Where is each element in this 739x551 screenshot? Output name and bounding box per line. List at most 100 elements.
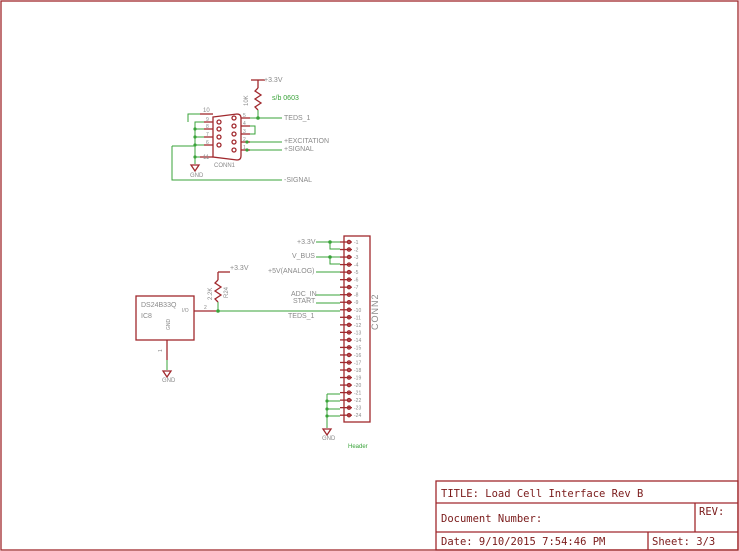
conn2-pin-number: -9 <box>354 300 359 306</box>
conn2-pin-number: -19 <box>354 376 361 382</box>
conn2-name: CONN2 <box>370 293 380 330</box>
title-block: TITLE: Load Cell Interface Rev B Documen… <box>435 480 739 551</box>
conn2-gnd-label: GND <box>322 436 336 442</box>
conn2-pin-socket <box>346 367 352 373</box>
date-text: Date: 9/10/2015 7:54:46 PM <box>441 536 605 548</box>
ic8-eeprom[interactable]: DS24B33Q IC8 I/O GND 2 TEDS_1 1 GND +3.3… <box>135 265 315 384</box>
ic8-ref: IC8 <box>141 313 152 320</box>
conn2-pin-number: -15 <box>354 345 361 351</box>
conn2-pin-number: -1 <box>354 240 359 246</box>
conn2-pin-number: -8 <box>354 293 359 299</box>
conn1-gnd-symbol <box>189 164 201 173</box>
conn2-pin-socket <box>346 277 352 282</box>
conn1-name: CONN1 <box>214 163 236 169</box>
conn2-pin-socket <box>346 299 352 305</box>
document-number: Document Number: <box>441 513 542 525</box>
conn2-pin-number: -18 <box>354 368 361 374</box>
svg-text:4: 4 <box>243 121 246 127</box>
r11-note: s/b 0603 <box>272 95 299 102</box>
conn1-net-excitation: +EXCITATION <box>284 138 329 145</box>
svg-text:2: 2 <box>204 305 207 311</box>
conn2-pin-socket <box>346 375 352 380</box>
r24-name: R24 <box>224 286 230 298</box>
conn1-pin11: 11 <box>203 155 210 161</box>
conn2-pin-number: -13 <box>354 330 361 336</box>
conn2-pin-socket <box>346 405 352 410</box>
conn2-pin-number: -20 <box>354 383 361 389</box>
r11-resistor[interactable] <box>253 87 263 111</box>
conn2-pin-number: -24 <box>354 413 361 419</box>
conn1-connector[interactable]: +3.3V 10K s/b 0603 10 11 9 8 7 6 <box>171 77 329 184</box>
conn2-pin-number: -3 <box>354 255 359 261</box>
r24-value: 2.2K <box>208 288 214 300</box>
conn2-pin-socket <box>346 322 352 328</box>
conn1-net-teds: TEDS_1 <box>284 115 311 122</box>
conn2-pin-socket <box>346 330 352 335</box>
title-text: TITLE: Load Cell Interface Rev B <box>441 488 643 500</box>
conn2-pin-socket <box>346 382 352 388</box>
conn2-pin-socket <box>346 262 352 267</box>
conn2-pin-number: -17 <box>354 360 361 366</box>
conn2-pin-socket <box>346 315 352 320</box>
conn2-pins: -1-2-3-4-5-6-7-8-9-10-11-12-13-14-15-16-… <box>340 239 361 419</box>
conn1-supply-label: +3.3V <box>264 77 283 84</box>
ic8-gnd-symbol <box>161 370 173 379</box>
conn2-pin-number: -21 <box>354 391 361 397</box>
svg-text:9: 9 <box>206 117 209 123</box>
conn2-pin-socket <box>346 254 352 260</box>
conn2-pin-socket <box>346 247 352 252</box>
conn2-pin-number: -22 <box>354 398 361 404</box>
conn2-pin-socket <box>346 292 352 297</box>
conn1-net-signal-pos: +SIGNAL <box>284 146 314 153</box>
ic8-gnd-label: GND <box>162 378 176 384</box>
svg-text:2: 2 <box>243 137 246 143</box>
conn2-pin-socket <box>346 284 352 290</box>
conn2-pin-number: -12 <box>354 323 361 329</box>
conn2-pin-socket <box>346 345 352 350</box>
svg-text:3: 3 <box>243 129 246 135</box>
conn2-net-vbus: V_BUS <box>292 253 315 260</box>
svg-text:1: 1 <box>243 145 246 151</box>
conn2-header[interactable]: CONN2 Header -1-2-3-4-5-6-7-8-9-10-11-12… <box>268 235 380 450</box>
conn2-pin-number: -14 <box>354 338 361 344</box>
conn2-pin-number: -10 <box>354 308 361 314</box>
conn2-pin-socket <box>346 269 352 275</box>
conn2-pin-socket <box>346 412 352 418</box>
conn2-net-adc: ADC_IN <box>291 291 317 298</box>
ic8-part: DS24B33Q <box>141 302 177 309</box>
conn2-pin-socket <box>346 390 352 395</box>
conn2-value: Header <box>348 444 368 450</box>
ic8-supply-label: +3.3V <box>230 265 249 272</box>
sheet-text: Sheet: 3/3 <box>652 536 715 548</box>
conn2-pin-number: -16 <box>354 353 361 359</box>
ic8-gnd-pin-label: GND <box>166 319 172 331</box>
conn1-gnd-label: GND <box>190 173 204 179</box>
conn2-pin-socket <box>346 337 352 343</box>
conn1-net-signal-neg: -SIGNAL <box>284 177 312 184</box>
svg-text:8: 8 <box>206 124 209 130</box>
conn2-pin-number: -5 <box>354 270 359 276</box>
svg-text:5: 5 <box>243 113 246 119</box>
svg-text:6: 6 <box>206 140 209 146</box>
conn2-pin-socket <box>346 360 352 365</box>
conn2-net-start: START <box>293 298 316 305</box>
conn2-net-5va: +5V(ANALOG) <box>268 268 315 275</box>
conn1-body <box>212 113 242 161</box>
r24-resistor[interactable] <box>213 279 223 303</box>
conn2-pin-number: -4 <box>354 263 359 269</box>
r11-value: 10K <box>244 95 250 106</box>
conn2-pin-socket <box>346 239 352 245</box>
conn2-net-3v3: +3.3V <box>297 239 316 246</box>
conn2-pin-number: -7 <box>354 285 359 291</box>
ic8-net-teds: TEDS_1 <box>288 313 315 320</box>
conn2-pin-socket <box>346 397 352 403</box>
ic8-body <box>135 295 195 341</box>
rev-label: REV: <box>699 506 724 518</box>
conn2-pin-number: -23 <box>354 406 361 412</box>
conn2-pin-number: -11 <box>354 315 361 321</box>
svg-text:7: 7 <box>206 132 209 138</box>
ic8-io-label: I/O <box>182 308 189 314</box>
